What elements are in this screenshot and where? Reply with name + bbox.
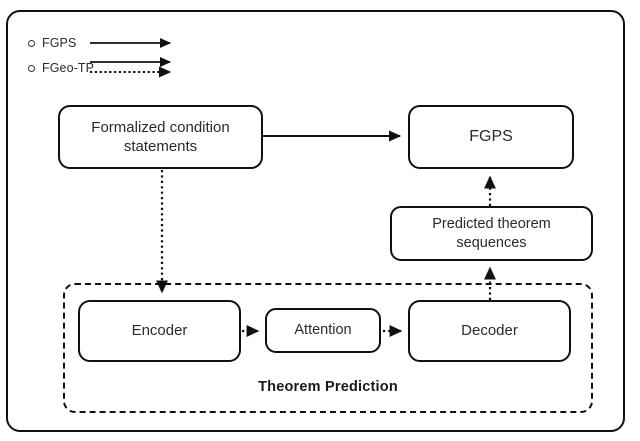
node-decoder[interactable]: Decoder — [408, 300, 571, 362]
node-fgps[interactable]: FGPS — [408, 105, 574, 169]
legend-arrow-icons — [90, 37, 172, 78]
legend: FGPS FGeo-TP — [28, 33, 208, 83]
node-formalized-condition-statements[interactable]: Formalized condition statements — [58, 105, 263, 169]
circle-outline-icon — [28, 64, 35, 72]
node-encoder[interactable]: Encoder — [78, 300, 241, 362]
node-attention[interactable]: Attention — [265, 308, 381, 353]
circle-outline-icon — [28, 39, 35, 47]
node-predicted-theorem-sequences[interactable]: Predicted theorem sequences — [390, 206, 593, 261]
legend-label-fgeo-tp: FGeo-TP — [42, 61, 95, 75]
arrow-dotted-icon — [90, 56, 172, 78]
legend-label-fgps: FGPS — [42, 36, 77, 50]
group-label-theorem-prediction: Theorem Prediction — [258, 379, 398, 395]
legend-item-fgeo-tp: FGeo-TP — [28, 58, 94, 78]
group-theorem-prediction — [63, 283, 593, 413]
legend-item-fgps: FGPS — [28, 33, 76, 53]
